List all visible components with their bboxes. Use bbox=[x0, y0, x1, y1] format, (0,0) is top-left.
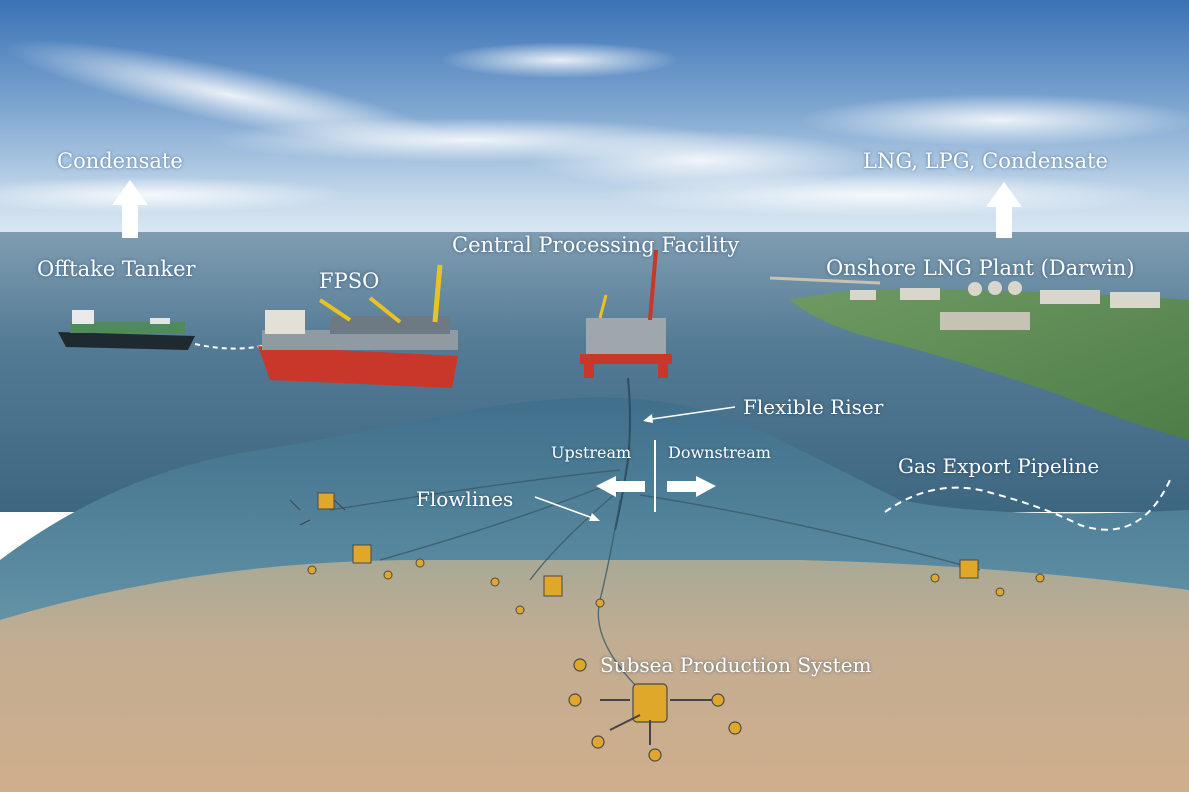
subsea-template-3 bbox=[490, 575, 605, 615]
lng-plant-buildings bbox=[850, 281, 1160, 330]
gas-export-pipeline-label: Gas Export Pipeline bbox=[898, 454, 1100, 478]
offtake-tanker bbox=[58, 310, 195, 350]
offtake-tanker-label: Offtake Tanker bbox=[37, 257, 196, 281]
flexible-riser-line bbox=[614, 377, 631, 531]
flexible-riser-leader bbox=[644, 406, 736, 421]
central-processing-facility-label: Central Processing Facility bbox=[452, 233, 740, 257]
condensate-label: Condensate bbox=[57, 149, 183, 173]
upstream-label: Upstream bbox=[551, 443, 632, 462]
flowlines-label: Flowlines bbox=[416, 487, 514, 511]
subsea-template-1 bbox=[289, 492, 346, 526]
subsea-production-system-label: Subsea Production System bbox=[600, 653, 872, 677]
fpso-vessel bbox=[258, 264, 458, 388]
central-processing-facility bbox=[580, 249, 672, 378]
flowlines-leader bbox=[534, 496, 599, 521]
flowline-paths bbox=[329, 469, 981, 691]
flexible-riser-leader-head bbox=[643, 414, 653, 423]
flowlines-leader-head bbox=[589, 513, 600, 521]
onshore-lng-plant-label: Onshore LNG Plant (Darwin) bbox=[826, 256, 1135, 280]
jetty bbox=[769, 276, 881, 285]
lng-up-arrow bbox=[986, 182, 1022, 238]
fpso-label: FPSO bbox=[319, 269, 380, 293]
downstream-arrow bbox=[667, 476, 716, 497]
lng-lpg-condensate-label: LNG, LPG, Condensate bbox=[863, 149, 1108, 173]
condensate-up-arrow bbox=[112, 180, 148, 238]
seafloor bbox=[0, 560, 1189, 792]
subsea-template-2 bbox=[307, 544, 425, 580]
gas-export-pipeline-line bbox=[884, 479, 1171, 531]
subsea-template-main bbox=[568, 658, 742, 762]
onshore-land bbox=[790, 288, 1189, 440]
upstream-arrow bbox=[596, 476, 645, 497]
clouds bbox=[0, 39, 1189, 217]
subsea-template-4 bbox=[930, 559, 1045, 597]
flexible-riser-label: Flexible Riser bbox=[743, 395, 884, 419]
downstream-label: Downstream bbox=[668, 443, 771, 462]
